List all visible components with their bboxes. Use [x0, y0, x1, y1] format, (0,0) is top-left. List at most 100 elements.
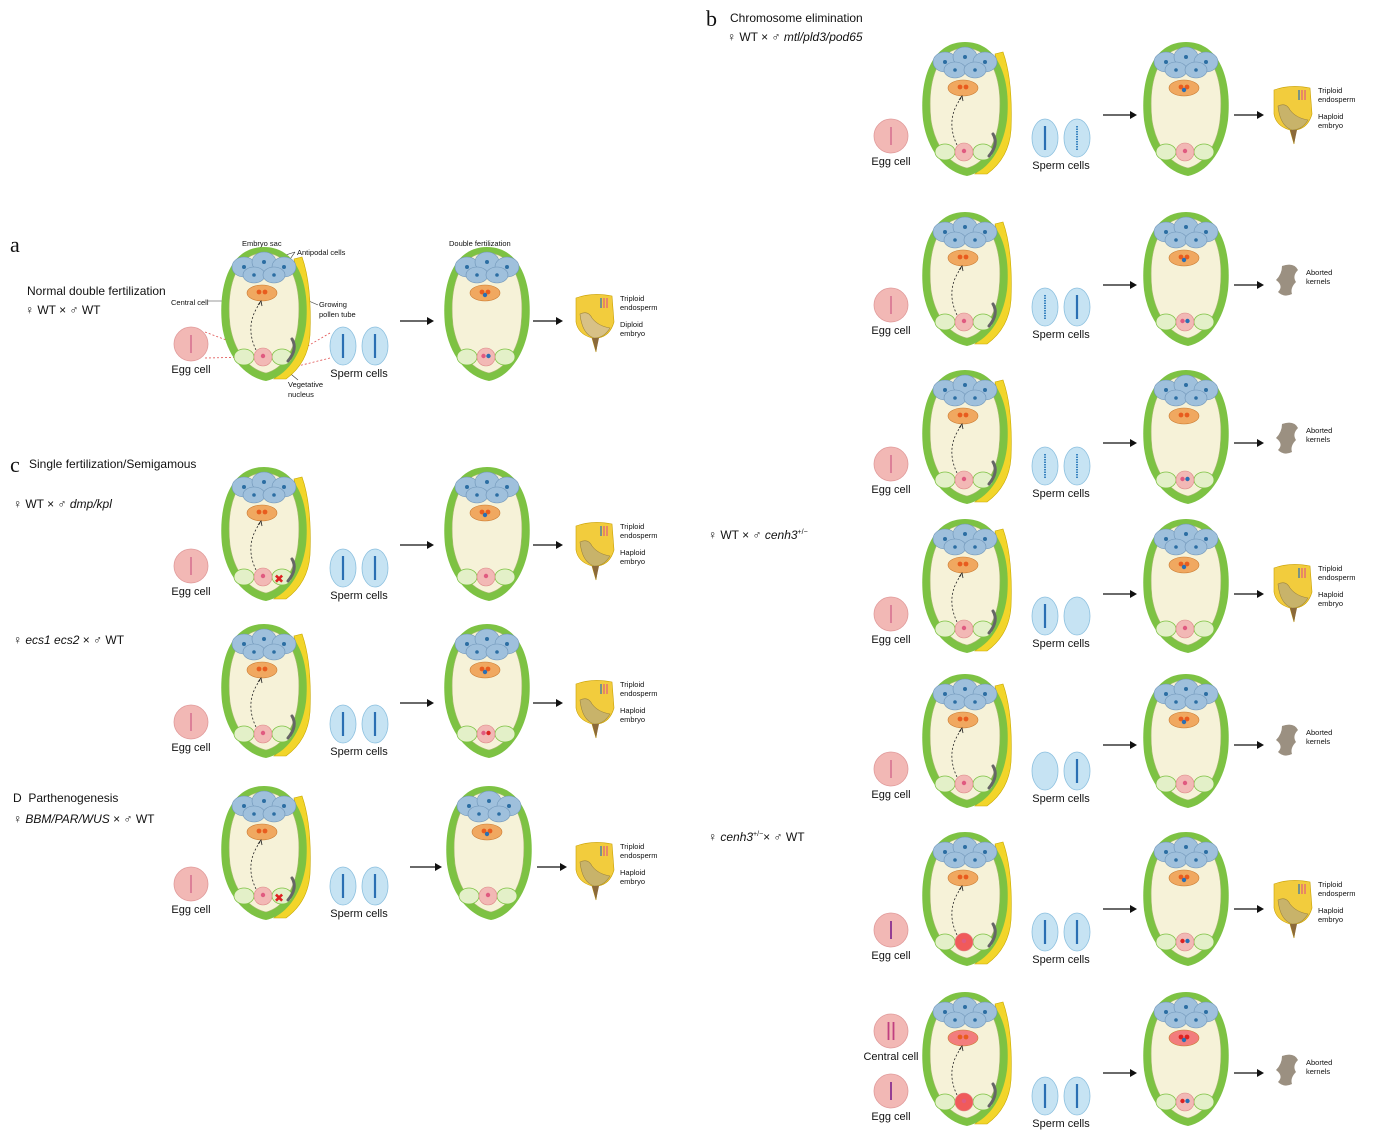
arrow	[1103, 110, 1137, 120]
arrow	[1103, 589, 1137, 599]
seed-kernel-icon	[1270, 562, 1314, 624]
sperm-cells-label: Sperm cells	[1032, 160, 1089, 172]
arrow	[1234, 740, 1264, 750]
seed-kernel-icon	[572, 292, 616, 354]
aborted-label: Aborted	[1306, 426, 1332, 435]
ovule-diagram	[441, 784, 541, 924]
svg-text:✖: ✖	[274, 572, 284, 586]
kernel-endosperm-label: endosperm	[620, 689, 658, 698]
ovule-diagram	[1138, 210, 1238, 350]
panel-d-title: D Parthenogenesis	[13, 791, 118, 805]
kernel-endosperm-label: Triploid	[620, 522, 644, 531]
arrow	[400, 698, 434, 708]
ovule-diagram	[1138, 990, 1238, 1130]
ovule-diagram	[1138, 830, 1238, 970]
arrow	[1234, 438, 1264, 448]
kernel-endosperm-label: endosperm	[620, 851, 658, 860]
seed-kernel-icon	[1270, 84, 1314, 146]
arrow	[1234, 1068, 1264, 1078]
ovule-diagram	[439, 245, 539, 385]
aborted-label: kernels	[1306, 737, 1330, 746]
aborted-label: kernels	[1306, 277, 1330, 286]
kernel-embryo-label: Haploid	[1318, 112, 1343, 121]
egg-cell-label: Egg cell	[171, 742, 210, 754]
sperm-cells	[1030, 287, 1094, 327]
egg-cell	[173, 704, 209, 740]
egg-cell-label: Egg cell	[871, 156, 910, 168]
arrow	[537, 862, 567, 872]
egg-cell	[173, 866, 209, 902]
egg-cell-label: Egg cell	[871, 789, 910, 801]
sperm-cells	[1030, 751, 1094, 791]
kernel-embryo-label: embryo	[620, 715, 645, 724]
sperm-cells-label: Sperm cells	[1032, 488, 1089, 500]
egg-cell-label: Egg cell	[171, 586, 210, 598]
ovule-diagram	[917, 368, 1017, 508]
egg-cell-label: Egg cell	[171, 364, 210, 376]
arrow	[533, 540, 563, 550]
egg-cell	[873, 118, 909, 154]
ovule-diagram	[917, 830, 1017, 970]
kernel-endosperm-label: endosperm	[1318, 95, 1356, 104]
kernel-embryo-label: Haploid	[620, 548, 645, 557]
arrow	[400, 316, 434, 326]
sperm-cells	[328, 548, 392, 588]
sperm-cells-label: Sperm cells	[1032, 1118, 1089, 1130]
ovule-diagram	[917, 40, 1017, 180]
ovule-diagram	[439, 465, 539, 605]
aborted-kernel-icon	[1270, 262, 1304, 302]
seed-kernel-icon	[572, 520, 616, 582]
arrow	[1103, 280, 1137, 290]
sperm-cells-label: Sperm cells	[1032, 638, 1089, 650]
aborted-label: kernels	[1306, 1067, 1330, 1076]
sperm-cells	[1030, 118, 1094, 158]
sperm-cells-label: Sperm cells	[330, 590, 387, 602]
kernel-endosperm-label: Triploid	[1318, 880, 1342, 889]
egg-cell-label: Egg cell	[871, 634, 910, 646]
kernel-embryo-label: embryo	[620, 877, 645, 886]
arrow	[1103, 1068, 1137, 1078]
egg-cell-label: Egg cell	[871, 325, 910, 337]
sperm-cells	[1030, 596, 1094, 636]
ovule-diagram	[1138, 40, 1238, 180]
ovule-diagram	[917, 990, 1017, 1130]
aborted-kernel-icon	[1270, 420, 1304, 460]
arrow	[1103, 740, 1137, 750]
kernel-endosperm-label: Triploid	[620, 680, 644, 689]
sperm-cells	[328, 704, 392, 744]
ovule-diagram: ✖	[216, 465, 316, 605]
kernel-endosperm-label: Triploid	[620, 842, 644, 851]
egg-cell-label: Egg cell	[171, 904, 210, 916]
egg-cell	[873, 912, 909, 948]
arrow	[410, 862, 442, 872]
sperm-cells-label: Sperm cells	[330, 908, 387, 920]
egg-cell-label: Egg cell	[871, 950, 910, 962]
egg-cell	[873, 287, 909, 323]
ovule-diagram	[439, 622, 539, 762]
egg-cell	[173, 326, 209, 362]
kernel-embryo-label: Haploid	[1318, 590, 1343, 599]
seed-kernel-icon	[572, 840, 616, 902]
kernel-embryo-label: Haploid	[620, 706, 645, 715]
panel-c-cross-2: ♀ ecs1 ecs2 × ♂ WT	[13, 633, 124, 647]
kernel-endosperm-label: endosperm	[620, 303, 658, 312]
svg-text:✖: ✖	[274, 891, 284, 905]
ovule-diagram	[1138, 517, 1238, 657]
sperm-cells-label: Sperm cells	[330, 368, 387, 380]
egg-cell	[173, 548, 209, 584]
aborted-label: Aborted	[1306, 268, 1332, 277]
kernel-embryo-label: embryo	[1318, 915, 1343, 924]
arrow	[1234, 280, 1264, 290]
ovule-diagram	[1138, 368, 1238, 508]
sperm-cells	[1030, 446, 1094, 486]
kernel-embryo-label: Diploid	[620, 320, 643, 329]
arrow	[533, 698, 563, 708]
arrow	[1103, 438, 1137, 448]
kernel-embryo-label: embryo	[620, 557, 645, 566]
egg-cell-label: Egg cell	[871, 1111, 910, 1123]
sperm-cells	[1030, 1076, 1094, 1116]
arrow	[533, 316, 563, 326]
aborted-kernel-icon	[1270, 1052, 1304, 1092]
egg-cell	[873, 1073, 909, 1109]
sperm-cells-label: Sperm cells	[1032, 954, 1089, 966]
